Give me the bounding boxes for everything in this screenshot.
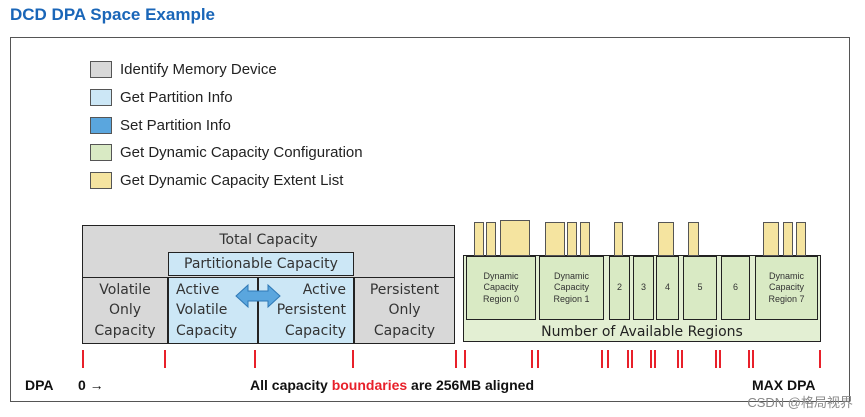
dc-region-2: 2 — [609, 256, 630, 320]
boundary-tick — [819, 350, 821, 368]
extent-block — [688, 222, 699, 256]
dpa-label: DPA — [25, 377, 54, 393]
legend-label: Get Partition Info — [120, 88, 233, 106]
total-capacity-label: Total Capacity — [219, 232, 318, 248]
active-volatile-capacity: Active Volatile Capacity — [176, 282, 238, 339]
double-arrow-icon — [235, 283, 281, 309]
legend-label: Get Dynamic Capacity Extent List — [120, 171, 344, 189]
legend-item-get-partition: Get Partition Info — [90, 86, 233, 108]
alignment-note-pre: All capacity — [250, 377, 332, 393]
active-divider — [257, 277, 259, 344]
boundary-tick — [752, 350, 754, 368]
boundary-tick — [455, 350, 457, 368]
boundary-tick — [748, 350, 750, 368]
dc-region-0: Dynamic Capacity Region 0 — [466, 256, 536, 320]
extent-block — [500, 220, 530, 256]
available-regions-label: Number of Available Regions — [541, 323, 743, 340]
dc-region-6: 6 — [721, 256, 750, 320]
legend-swatch — [90, 88, 112, 106]
alignment-note: All capacity boundaries are 256MB aligne… — [250, 377, 534, 393]
watermark: CSDN @格局视界 — [747, 395, 853, 410]
boundary-tick — [82, 350, 84, 368]
legend-item-identify: Identify Memory Device — [90, 58, 277, 80]
boundary-tick — [537, 350, 539, 368]
extent-block — [614, 222, 623, 256]
legend-label: Set Partition Info — [120, 116, 231, 134]
boundary-tick — [631, 350, 633, 368]
partitionable-capacity-label: Partitionable Capacity — [184, 256, 338, 272]
boundary-tick — [352, 350, 354, 368]
active-persistent-capacity: Active Persistent Capacity — [276, 282, 346, 339]
legend-label: Identify Memory Device — [120, 60, 277, 78]
dc-region-7: Dynamic Capacity Region 7 — [755, 256, 818, 320]
boundary-tick — [650, 350, 652, 368]
extent-block — [486, 222, 496, 256]
boundary-tick — [715, 350, 717, 368]
legend-swatch — [90, 60, 112, 78]
boundary-tick — [607, 350, 609, 368]
alignment-note-post: are 256MB aligned — [407, 377, 534, 393]
boundary-tick — [681, 350, 683, 368]
legend-item-dc-extent: Get Dynamic Capacity Extent List — [90, 169, 343, 191]
extent-block — [658, 222, 674, 256]
legend-swatch — [90, 171, 112, 189]
boundary-tick — [531, 350, 533, 368]
legend-swatch — [90, 143, 112, 161]
legend-item-dc-config: Get Dynamic Capacity Configuration — [90, 141, 363, 163]
extent-block — [545, 222, 565, 256]
diagram-frame — [10, 37, 850, 402]
persistent-only-capacity: Persistent Only Capacity — [354, 277, 455, 344]
boundary-tick — [601, 350, 603, 368]
alignment-note-boundaries: boundaries — [331, 377, 408, 393]
boundary-tick — [654, 350, 656, 368]
extent-block — [783, 222, 793, 256]
page-title: DCD DPA Space Example — [10, 5, 216, 24]
boundary-tick — [254, 350, 256, 368]
boundary-tick — [719, 350, 721, 368]
extent-block — [763, 222, 779, 256]
extent-block — [796, 222, 806, 256]
boundary-tick — [464, 350, 466, 368]
dc-region-5: 5 — [683, 256, 717, 320]
partitionable-capacity-box — [168, 252, 354, 276]
extent-block — [580, 222, 590, 256]
extent-block — [474, 222, 484, 256]
dc-region-3: 3 — [633, 256, 654, 320]
dpa-zero-label: 0 → — [78, 377, 104, 393]
legend-swatch — [90, 116, 112, 134]
legend-item-set-partition: Set Partition Info — [90, 114, 231, 136]
active-capacity-box — [168, 277, 354, 344]
extent-block — [567, 222, 577, 256]
volatile-only-capacity: Volatile Only Capacity — [82, 277, 168, 344]
dc-region-1: Dynamic Capacity Region 1 — [539, 256, 604, 320]
boundary-tick — [677, 350, 679, 368]
boundary-tick — [164, 350, 166, 368]
dc-region-4: 4 — [656, 256, 679, 320]
max-dpa-label: MAX DPA — [752, 377, 816, 393]
legend-label: Get Dynamic Capacity Configuration — [120, 143, 363, 161]
boundary-tick — [627, 350, 629, 368]
